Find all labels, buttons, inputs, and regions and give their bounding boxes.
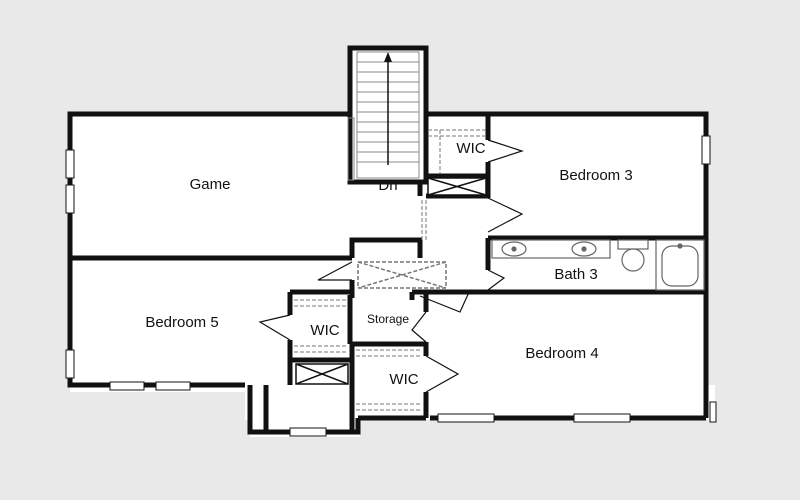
doors <box>258 139 524 393</box>
bath-fixtures <box>491 239 705 291</box>
room-label-bedroom-5: Bedroom 5 <box>145 314 218 331</box>
room-label-wic-center: WIC <box>389 371 418 388</box>
room-labels: Game Bedroom 3 Bedroom 4 Bedroom 5 Bath … <box>145 140 632 388</box>
room-label-wic-left: WIC <box>310 322 339 339</box>
stair-arrowhead <box>384 52 392 62</box>
toilet-bowl <box>621 248 645 272</box>
attic-access-boxes <box>295 177 487 385</box>
room-label-bedroom-3: Bedroom 3 <box>559 167 632 184</box>
room-label-storage: Storage <box>367 312 409 326</box>
toilet-tank <box>617 239 649 250</box>
interior-walls <box>70 114 706 432</box>
room-label-bedroom-4: Bedroom 4 <box>525 345 598 362</box>
stairs <box>347 45 429 185</box>
room-label-bath-3: Bath 3 <box>554 266 597 283</box>
stairs-label-down: Dn <box>378 177 397 194</box>
windows <box>65 135 717 437</box>
room-label-wic-top: WIC <box>456 140 485 157</box>
room-label-game: Game <box>190 176 231 193</box>
closet-shelves <box>294 129 486 411</box>
